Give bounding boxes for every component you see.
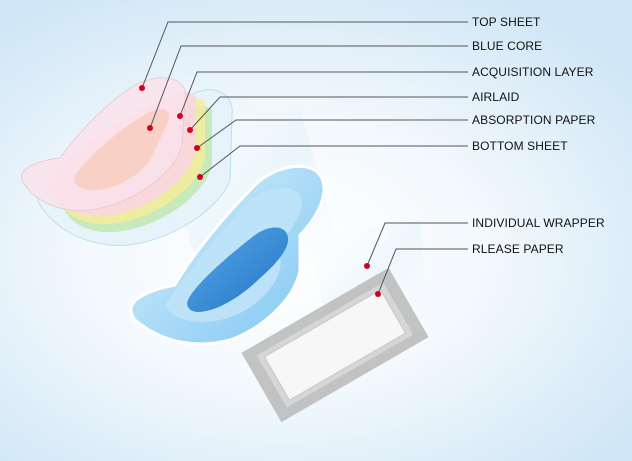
- callout-dots: [139, 85, 381, 297]
- dot-acquisition-layer: [177, 113, 183, 119]
- leader-top-sheet: [141, 21, 468, 89]
- dot-absorption-paper: [194, 145, 200, 151]
- dot-bottom-sheet: [197, 174, 203, 180]
- leader-bottom-sheet: [199, 145, 468, 178]
- leader-lines: [141, 21, 468, 295]
- leader-blue-core: [149, 45, 468, 129]
- leader-individual-wrapper: [366, 222, 468, 267]
- label-acquisition-layer: ACQUISITION LAYER: [472, 65, 594, 79]
- label-blue-core: BLUE CORE: [472, 39, 543, 53]
- sanitary-pad: [129, 164, 326, 346]
- top-sheet-layer: [21, 77, 187, 212]
- pad-core: [187, 227, 289, 312]
- label-bottom-sheet: BOTTOM SHEET: [472, 139, 568, 153]
- leader-acquisition-layer: [179, 71, 468, 117]
- label-airlaid: AIRLAID: [472, 90, 520, 104]
- release-paper-shape: [263, 289, 407, 401]
- label-top-sheet: TOP SHEET: [472, 15, 541, 29]
- label-absorption-paper: ABSORPTION PAPER: [472, 113, 596, 127]
- leader-release-paper: [377, 248, 468, 295]
- leader-absorption-paper: [196, 119, 468, 149]
- dot-individual-wrapper: [364, 263, 370, 269]
- label-individual-wrapper: INDIVIDUAL WRAPPER: [472, 216, 605, 230]
- blue-core-strip: [74, 109, 170, 191]
- dot-airlaid: [187, 127, 193, 133]
- dot-blue-core: [147, 125, 153, 131]
- label-release-paper: RLEASE PAPER: [472, 242, 564, 256]
- leader-airlaid: [189, 96, 468, 131]
- dot-release-paper: [375, 291, 381, 297]
- dot-top-sheet: [139, 85, 145, 91]
- exploded-layers: [21, 77, 233, 246]
